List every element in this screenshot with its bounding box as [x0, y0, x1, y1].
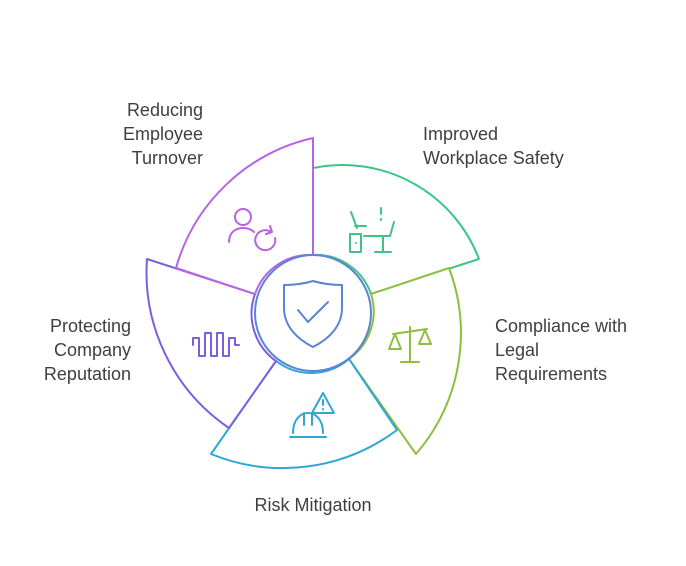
segment-employee-turnover	[175, 137, 314, 295]
label-workplace-safety: Improved Workplace Safety	[423, 122, 564, 170]
label-employee-turnover: Reducing Employee Turnover	[0, 98, 203, 170]
workstation-icon	[349, 207, 395, 253]
label-line: Improved	[423, 124, 499, 144]
label-risk-mitigation: Risk Mitigation	[213, 493, 413, 517]
label-line: Workplace Safety	[423, 148, 564, 168]
hardhat-warning-icon	[289, 392, 335, 438]
label-line: Protecting	[49, 316, 131, 336]
center-hub	[254, 254, 372, 372]
label-line: Turnover	[131, 148, 203, 168]
label-line: Compliance with	[495, 316, 628, 336]
label-line: Employee	[122, 124, 203, 144]
label-line: Legal	[495, 340, 540, 360]
label-line: Risk Mitigation	[254, 495, 372, 515]
label-line: Reputation	[43, 364, 131, 384]
segment-workplace-safety	[312, 163, 480, 295]
shield-check-icon	[283, 280, 343, 348]
label-line: Reducing	[126, 100, 203, 120]
label-line: Requirements	[495, 364, 608, 384]
label-line: Company	[53, 340, 131, 360]
user-refresh-icon	[228, 208, 277, 252]
wave-signal-icon	[192, 332, 240, 357]
label-company-reputation: Protecting Company Reputation	[0, 314, 131, 386]
scales-icon	[388, 326, 432, 363]
label-legal-compliance: Compliance with Legal Requirements	[495, 314, 627, 386]
